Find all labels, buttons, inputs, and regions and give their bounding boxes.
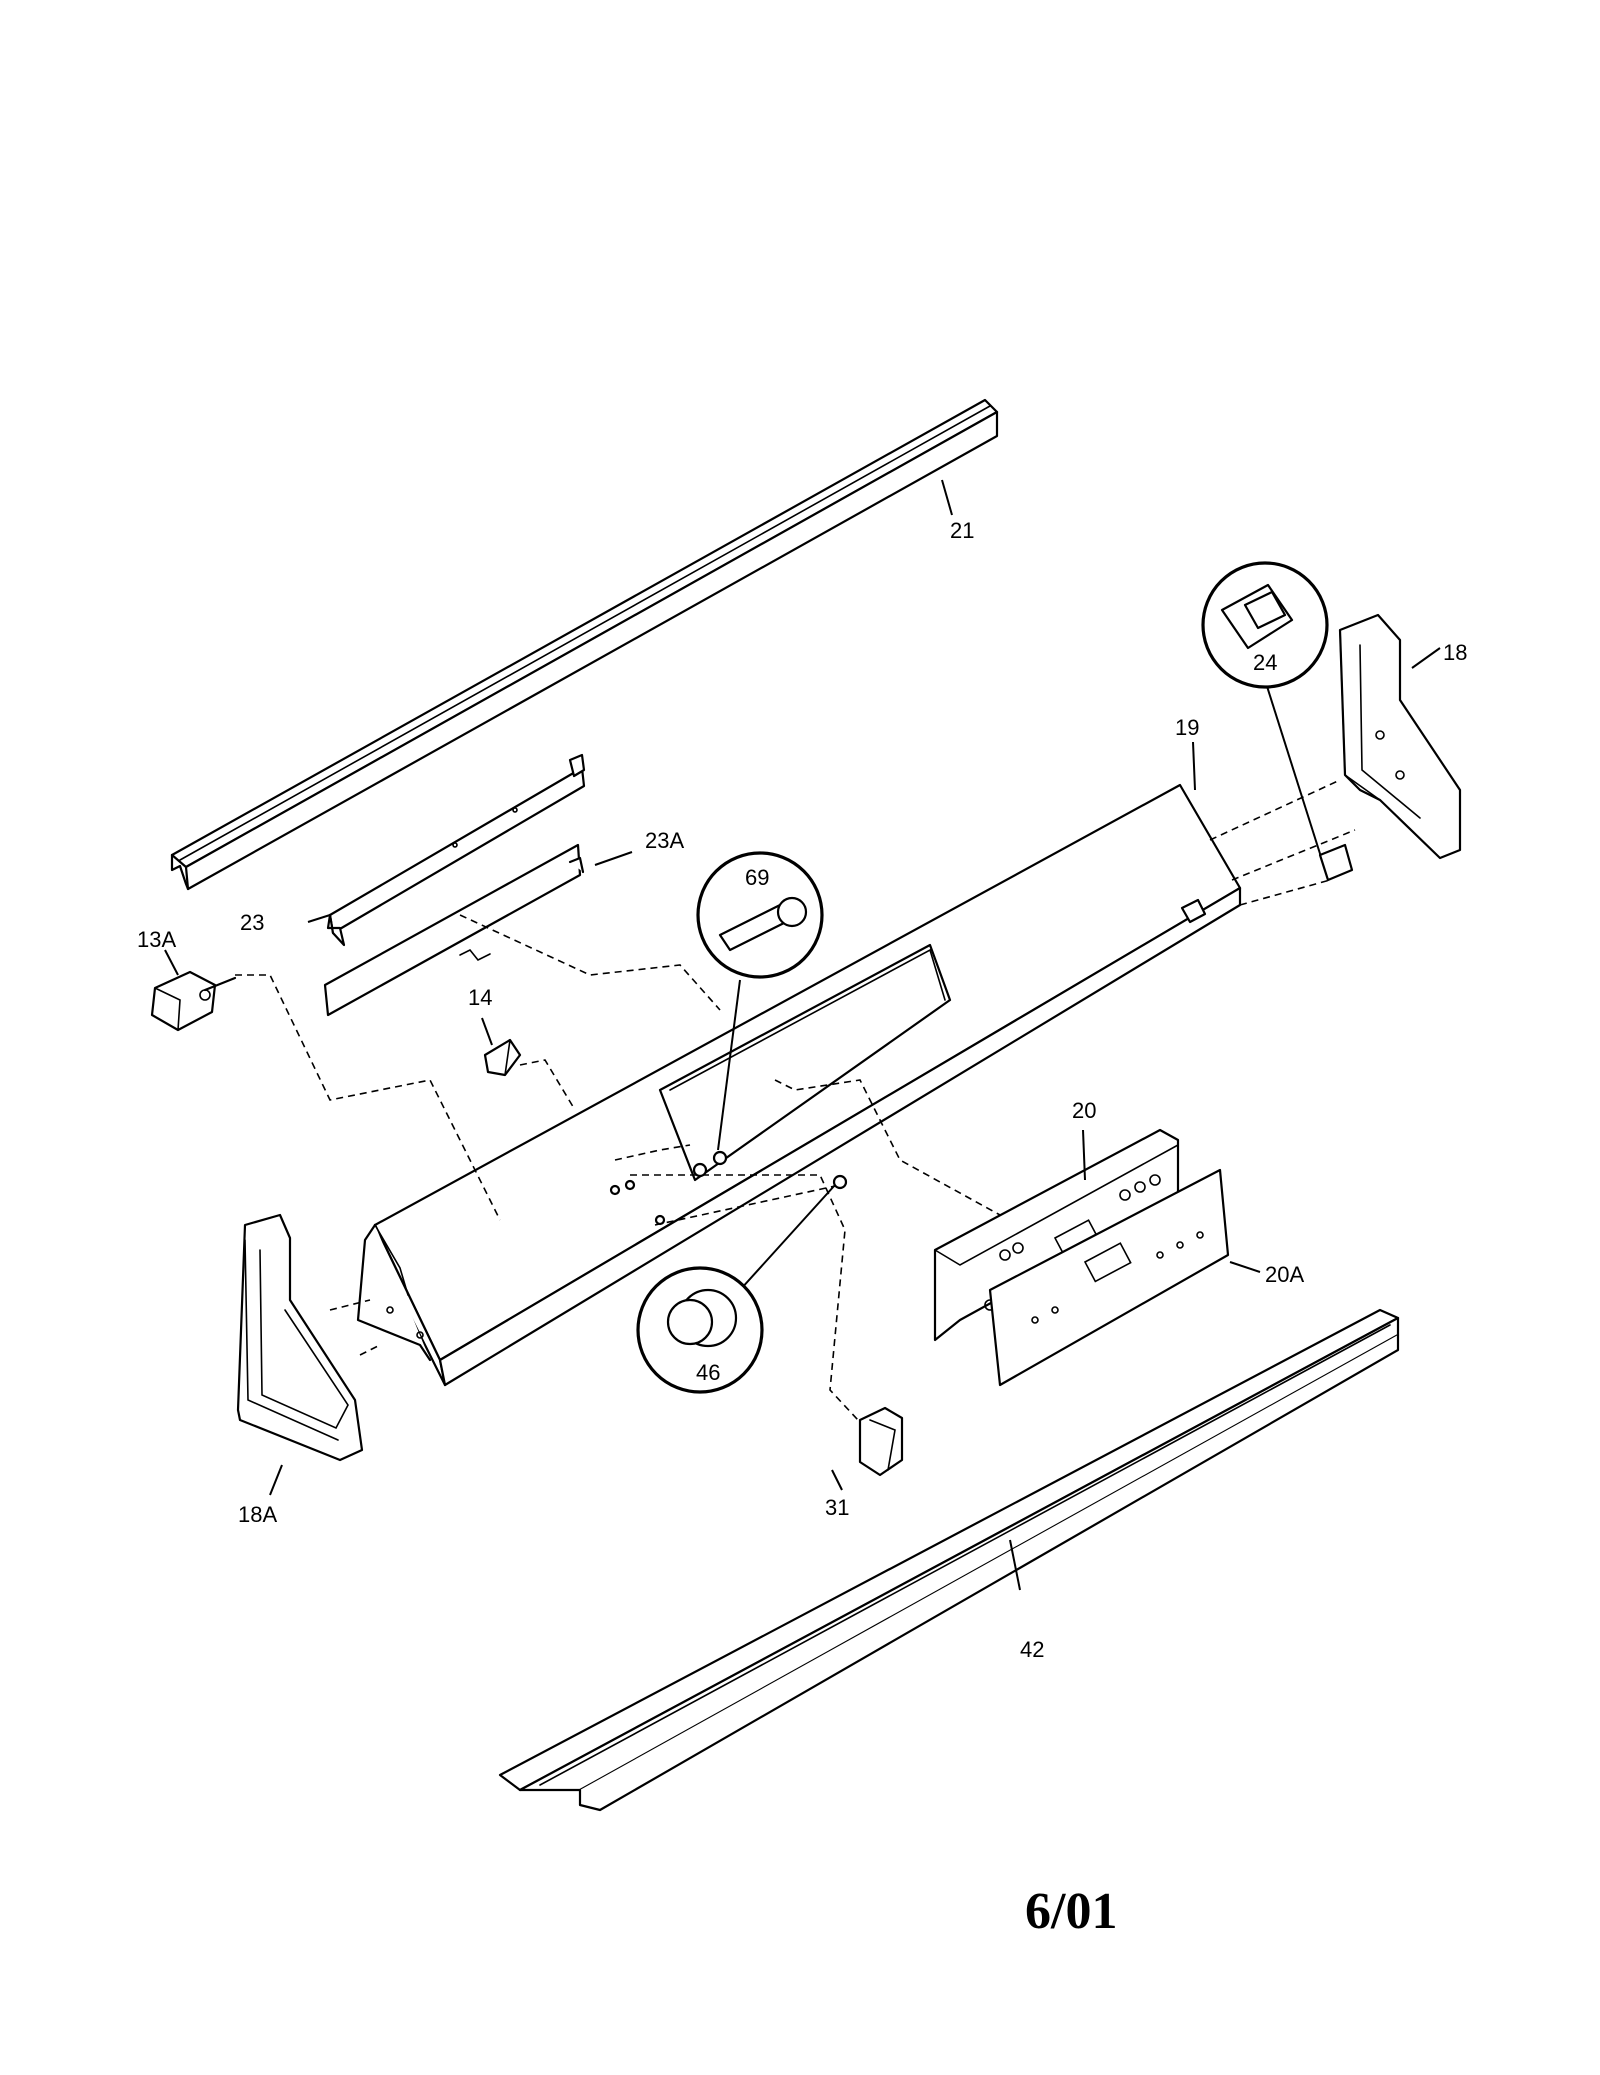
part-21-top-trim: [170, 398, 999, 891]
part-18-right-end-cap: [1338, 613, 1462, 860]
label-23: 23: [240, 910, 264, 935]
label-42: 42: [1020, 1637, 1044, 1662]
part-14-clip: [483, 1038, 522, 1077]
label-20A: 20A: [1265, 1262, 1304, 1287]
label-31: 31: [825, 1495, 849, 1520]
assembly-lines: [235, 779, 1356, 1421]
label-21: 21: [950, 518, 974, 543]
label-69: 69: [745, 865, 769, 890]
label-19: 19: [1175, 715, 1199, 740]
label-18A: 18A: [238, 1502, 277, 1527]
label-20: 20: [1072, 1098, 1096, 1123]
leader-lines: [164, 479, 1441, 1591]
fasteners: [609, 1150, 848, 1226]
part-20A-overlay: [988, 1168, 1230, 1387]
part-42-bottom-trim: [498, 1308, 1400, 1812]
part-18A-left-end-cap: [236, 1213, 364, 1462]
part-labels: 21 18 24 19 23A 69 23 13A 14 20 20A 46 3…: [137, 518, 1467, 1662]
part-19-control-panel: [356, 783, 1242, 1387]
callout-69: [696, 851, 824, 1151]
part-13A-switch: [150, 970, 237, 1032]
label-18: 18: [1443, 640, 1467, 665]
part-23A-plate: [323, 843, 585, 1017]
label-14: 14: [468, 985, 492, 1010]
label-46: 46: [696, 1360, 720, 1385]
label-13A: 13A: [137, 927, 176, 952]
label-23A: 23A: [645, 828, 684, 853]
date-stamp: 6/01: [1025, 1883, 1117, 1940]
part-31-knob: [858, 1406, 904, 1477]
label-24: 24: [1253, 650, 1277, 675]
callout-46: [636, 1184, 836, 1394]
part-23-bracket: [326, 753, 586, 947]
callout-24: [1201, 561, 1354, 882]
